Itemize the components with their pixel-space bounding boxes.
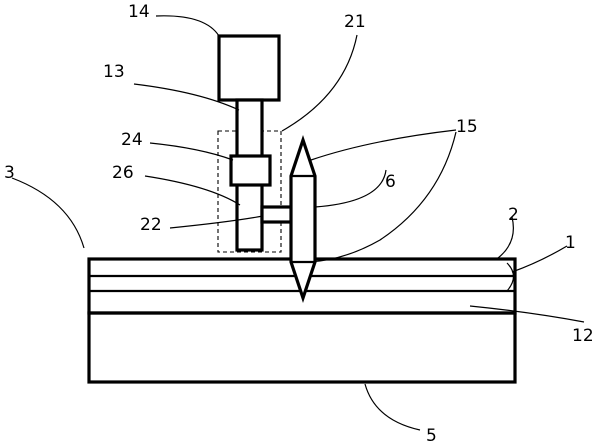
horizontal-arm (260, 205, 295, 224)
base-block (87, 311, 517, 384)
label-13: 13 (103, 62, 125, 82)
label-3: 3 (4, 163, 15, 183)
leader-5 (364, 383, 421, 431)
label-2: 2 (508, 205, 519, 225)
label-15: 15 (456, 117, 478, 137)
label-12: 12 (572, 326, 594, 346)
motor-block (217, 34, 281, 102)
leader-3 (11, 177, 85, 249)
leader-2 (497, 216, 514, 259)
leader-13 (133, 83, 240, 111)
leader-1 (511, 245, 568, 273)
label-21: 21 (344, 12, 366, 32)
cutting-disk (289, 134, 317, 304)
leader-24 (149, 142, 234, 161)
coupling (229, 154, 272, 187)
leader-6 (314, 169, 387, 208)
leader-21 (281, 34, 358, 132)
leader-12 (469, 305, 585, 323)
label-5: 5 (426, 426, 437, 443)
reference-labels: 14 13 21 15 24 26 3 6 22 2 1 12 5 (4, 2, 594, 443)
label-26: 26 (112, 163, 134, 183)
leader-15a (310, 129, 457, 161)
leader-lines (11, 15, 585, 431)
label-22: 22 (140, 215, 162, 235)
leader-15b (308, 131, 457, 263)
leader-14 (155, 15, 220, 37)
label-1: 1 (565, 233, 576, 253)
leader-22 (169, 215, 264, 229)
label-6: 6 (385, 172, 396, 192)
leader-26 (144, 175, 241, 206)
label-14: 14 (128, 2, 150, 22)
label-24: 24 (121, 130, 143, 150)
